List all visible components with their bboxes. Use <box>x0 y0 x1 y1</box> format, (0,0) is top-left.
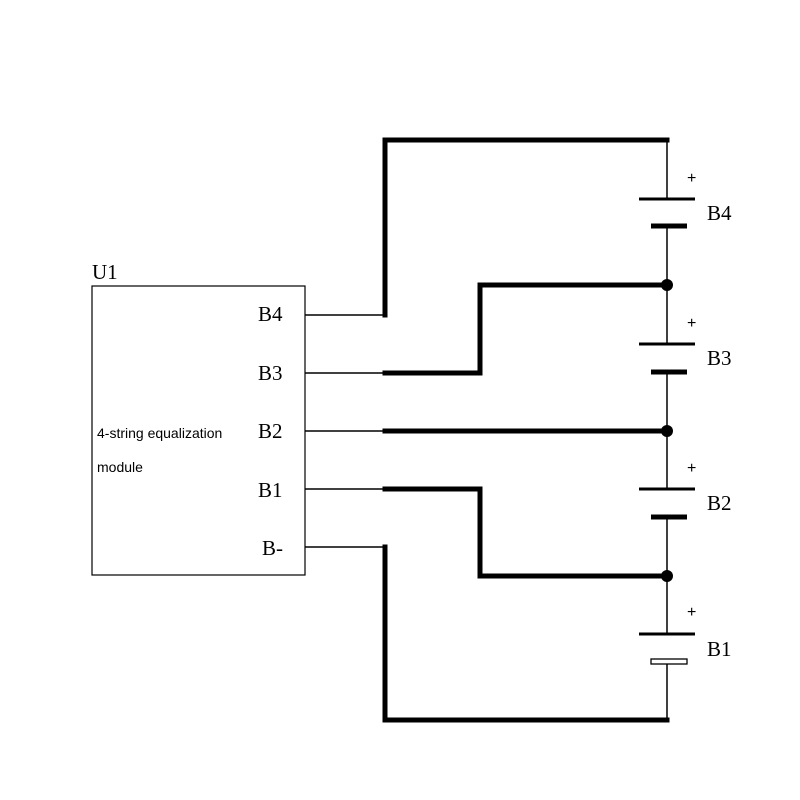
battery-b1: + B1 <box>639 604 732 665</box>
battery-b2-plus-sign: + <box>687 460 696 477</box>
battery-b3-plus-sign: + <box>687 315 696 332</box>
battery-b1-negative-plate <box>650 658 688 665</box>
pin-label-b1: B1 <box>258 478 283 502</box>
pin-label-bminus: B- <box>262 536 283 560</box>
battery-b2-label: B2 <box>707 491 732 515</box>
module-description-line1: 4-string equalization <box>97 425 222 441</box>
module-description-line2: module <box>97 459 143 475</box>
pin-label-b3: B3 <box>258 361 283 385</box>
pin-label-b4: B4 <box>258 302 283 326</box>
battery-b1-label: B1 <box>707 637 732 661</box>
battery-b3-label: B3 <box>707 346 732 370</box>
pin-label-b2: B2 <box>258 419 283 443</box>
module-ref: U1 <box>92 260 118 284</box>
battery-b3: + B3 <box>639 315 732 375</box>
wire-bminus <box>382 544 670 723</box>
wire-b3 <box>382 282 670 376</box>
module-box <box>91 285 306 576</box>
wire-b1 <box>382 486 670 579</box>
battery-b4: + B4 <box>639 170 732 229</box>
junction-dot-b3 <box>661 279 673 291</box>
junction-dot-b2 <box>661 425 673 437</box>
junction-dot-b1 <box>661 570 673 582</box>
battery-b4-label: B4 <box>707 201 732 225</box>
battery-b2: + B2 <box>639 460 732 520</box>
wire-b4 <box>382 137 670 318</box>
battery-b1-plus-sign: + <box>687 604 696 621</box>
battery-b4-plus-sign: + <box>687 170 696 187</box>
